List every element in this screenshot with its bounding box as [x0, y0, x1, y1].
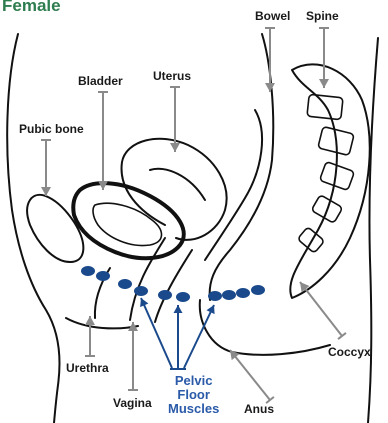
muscle-dot — [118, 279, 132, 289]
label-vagina: Vagina — [113, 397, 152, 409]
body-back-outline — [368, 38, 378, 423]
label-spine: Spine — [306, 10, 339, 22]
label-uterus: Uterus — [153, 70, 191, 82]
uterus-inner — [150, 169, 205, 200]
muscle-dot — [158, 290, 172, 300]
label-pubic-bone: Pubic bone — [19, 123, 84, 135]
pointer-urethra-head — [85, 316, 95, 325]
label-pelvic-floor-muscles-line: Floor — [168, 388, 219, 402]
label-bowel: Bowel — [255, 10, 290, 22]
muscle-pointer-center-head — [174, 305, 183, 313]
perineum-line-2 — [200, 300, 330, 355]
bowel-shape — [210, 34, 274, 300]
label-pelvic-floor-muscles-line: Pelvic — [168, 374, 219, 388]
vertebra — [297, 227, 324, 253]
muscle-pointer-lines — [140, 298, 214, 369]
muscle-dot — [134, 286, 148, 296]
vagina-back-wall — [155, 250, 192, 322]
label-coccyx: Coccyx — [328, 346, 371, 358]
label-bladder: Bladder — [78, 75, 123, 87]
pointer-bowel-head — [265, 83, 275, 92]
label-urethra: Urethra — [66, 362, 109, 374]
pointer-spine-head — [319, 79, 329, 88]
label-pelvic-floor-muscles: Pelvic Floor Muscles — [168, 374, 219, 416]
anatomy-outlines — [7, 34, 378, 423]
muscle-dot — [222, 290, 236, 300]
bowel-inner — [205, 110, 262, 260]
pointer-uterus-head — [170, 143, 180, 152]
muscle-dot — [96, 271, 110, 281]
pointer-coccyx — [300, 282, 342, 336]
body-front-outline — [7, 34, 59, 423]
muscle-dot — [208, 291, 222, 301]
perineum-line — [66, 318, 138, 328]
muscle-dot — [81, 266, 95, 276]
muscle-dot — [251, 285, 265, 295]
label-pelvic-floor-muscles-line: Muscles — [168, 402, 219, 416]
label-anus: Anus — [244, 403, 274, 415]
muscle-pointer-left — [141, 298, 172, 368]
pointer-bladder-head — [98, 181, 108, 190]
spine-outline — [290, 64, 369, 298]
muscle-dot — [236, 288, 250, 298]
bladder-inner — [93, 203, 161, 245]
vertebrae — [297, 94, 354, 253]
muscle-dot — [176, 292, 190, 302]
pointer-anus — [230, 350, 270, 400]
vertebra — [319, 161, 354, 190]
diagram-title: Female — [2, 0, 61, 14]
